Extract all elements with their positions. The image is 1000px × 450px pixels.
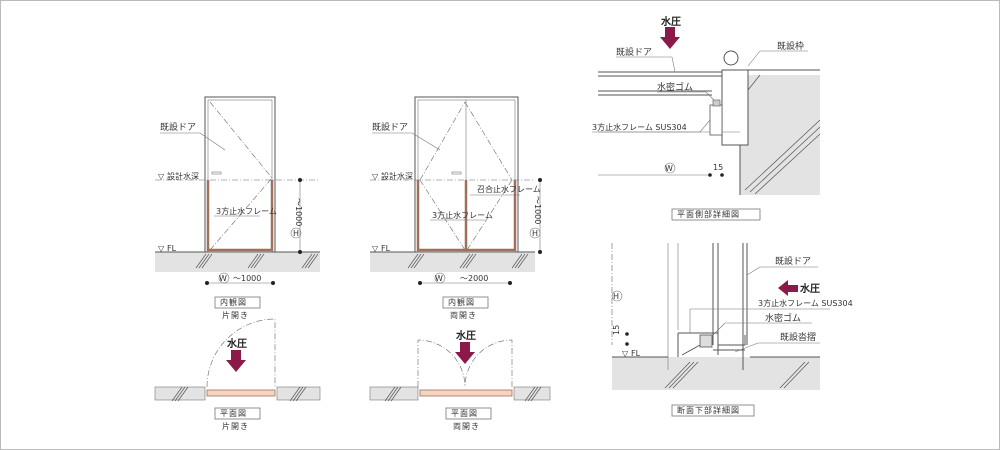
- label-three-side-frame: 3方止水フレーム: [432, 210, 493, 220]
- h-symbol: H: [532, 229, 538, 238]
- label-three-side-frame-sus: 3方止水フレーム SUS304: [758, 298, 853, 308]
- door-frame: [204, 96, 276, 253]
- label-design-depth: 設計水深: [381, 171, 413, 181]
- label-water-pressure: 水圧: [455, 329, 476, 342]
- caption-sub: 片開き: [222, 421, 249, 431]
- height-dimension: ～1000: [533, 196, 542, 224]
- label-fl: FL: [381, 244, 391, 253]
- water-pressure-arrow-icon: [455, 342, 475, 364]
- caption-sub: 片開き: [222, 310, 249, 320]
- water-pressure-arrow-icon: [226, 350, 246, 372]
- label-design-depth: 設計水深: [167, 171, 199, 181]
- label-water-pressure: 水圧: [799, 282, 820, 295]
- label-water-pressure: 水圧: [660, 15, 681, 28]
- plan-side-detail: 水圧 既設ドア 既設枠 水密ゴム 3方止水フレーム SUS304 W 15 平面…: [592, 15, 821, 221]
- label-watertight-rubber: 水密ゴム: [765, 312, 801, 324]
- label-meeting-frame: 召合止水フレーム: [477, 184, 541, 194]
- svg-text:▽: ▽: [372, 172, 379, 181]
- h-symbol: H: [613, 292, 619, 301]
- caption-title: 断面下部詳細図: [677, 405, 740, 415]
- w-symbol: W: [665, 164, 673, 173]
- fl-symbol: ▽: [158, 244, 165, 253]
- section-bottom-detail: H 15 ▽ FL 既設ドア 水圧 3方止水フレーム SUS304 水密ゴム 既…: [611, 243, 853, 417]
- w-symbol: W: [435, 274, 443, 283]
- label-existing-frame: 既設枠: [777, 40, 804, 52]
- label-existing-door: 既設ドア: [372, 121, 408, 133]
- label-three-side-frame: 3方止水フレーム: [216, 206, 277, 216]
- caption-title: 平面側部詳細図: [677, 209, 740, 219]
- caption-title: 平面図: [220, 409, 247, 418]
- design-depth-symbol: ▽: [158, 172, 165, 181]
- label-fl: FL: [167, 244, 177, 253]
- elevation-double-door: 既設ドア ▽ 設計水深 ▽ FL 召合止水フレーム 3方止水フレーム H ～10…: [370, 96, 542, 320]
- label-fl: FL: [631, 349, 641, 358]
- width-dimension: ～2000: [460, 274, 488, 283]
- elevation-single-door: 既設ドア ▽ 設計水深 ▽ FL 3方止水フレーム H ～1000 W ～100…: [155, 96, 320, 320]
- dimension-15: 15: [713, 163, 723, 172]
- height-dimension: ～1000: [294, 198, 303, 226]
- label-three-side-frame-sus: 3方止水フレーム SUS304: [592, 122, 687, 132]
- caption-sub: 両開き: [453, 422, 480, 431]
- label-existing-door: 既設ドア: [775, 255, 811, 267]
- svg-text:▽: ▽: [622, 349, 629, 358]
- caption-title: 内観図: [448, 297, 475, 307]
- plan-single-door: 水圧 平面図 片開き: [154, 318, 321, 431]
- three-side-frame: [206, 180, 274, 252]
- caption-title: 平面図: [451, 409, 478, 418]
- label-existing-sill: 既設沓摺: [780, 331, 816, 343]
- label-watertight-rubber: 水密ゴム: [657, 81, 693, 93]
- caption-sub: 両開き: [450, 311, 477, 320]
- water-pressure-arrow-icon: [660, 27, 680, 49]
- ground: [155, 252, 320, 272]
- caption-title: 内観図: [220, 297, 247, 307]
- plan-double-door: 水圧 平面図 両開き: [369, 329, 551, 431]
- label-water-pressure: 水圧: [226, 337, 247, 350]
- w-symbol: W: [219, 274, 227, 283]
- svg-text:▽: ▽: [372, 244, 379, 253]
- dimension-15: 15: [612, 325, 621, 335]
- label-existing-door: 既設ドア: [160, 121, 196, 133]
- watertight-rubber: [699, 334, 713, 348]
- watertight-rubber: [712, 99, 721, 107]
- h-symbol: H: [293, 229, 299, 238]
- label-existing-door: 既設ドア: [616, 46, 652, 58]
- width-dimension: ～1000: [233, 274, 261, 283]
- water-pressure-arrow-icon: [778, 280, 798, 296]
